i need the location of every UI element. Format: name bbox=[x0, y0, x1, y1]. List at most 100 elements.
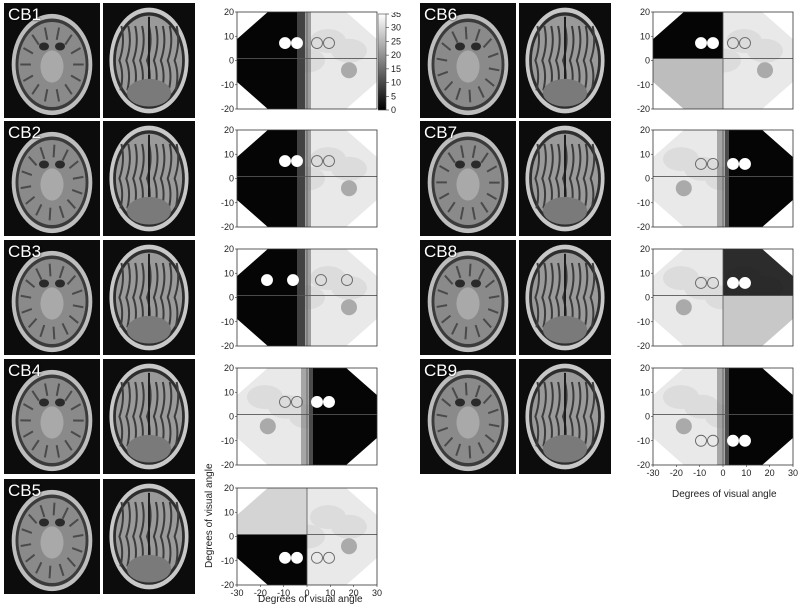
stimulus-marker bbox=[740, 277, 751, 288]
y-tick-label: -20 bbox=[637, 341, 650, 351]
case-label: CB4 bbox=[8, 361, 41, 381]
stimulus-marker bbox=[312, 396, 323, 407]
stimulus-marker bbox=[696, 38, 707, 49]
stimulus-marker bbox=[324, 396, 335, 407]
y-tick-label: 20 bbox=[224, 363, 234, 373]
y-tick-label: 10 bbox=[640, 387, 650, 397]
stimulus-marker bbox=[740, 435, 751, 446]
y-tick-label: -20 bbox=[221, 104, 234, 114]
case-label: CB8 bbox=[424, 242, 457, 262]
mri-axial-cb5: CB5 bbox=[4, 479, 100, 594]
mri-coronal-cb6 bbox=[519, 3, 611, 118]
visual-field-map-cb3: 20 10 0 -10 -20 bbox=[215, 245, 390, 355]
y-tick-label: 0 bbox=[645, 174, 650, 184]
case-label: CB2 bbox=[8, 123, 41, 143]
y-tick-label: 0 bbox=[645, 412, 650, 422]
case-label: CB7 bbox=[424, 123, 457, 143]
y-tick-label: -20 bbox=[221, 222, 234, 232]
y-tick-label: 20 bbox=[224, 483, 234, 493]
colorbar-tick-label: 5 bbox=[391, 91, 396, 101]
visual-field-map-cb7: 20 10 0 -10 -20 bbox=[631, 126, 800, 236]
visual-field-map-cb6: 20 10 0 -10 -20 bbox=[631, 8, 800, 118]
y-tick-label: -20 bbox=[637, 104, 650, 114]
stimulus-marker bbox=[280, 552, 291, 563]
y-tick-label: -10 bbox=[637, 317, 650, 327]
x-tick-label: -20 bbox=[670, 468, 683, 478]
y-tick-label: 0 bbox=[645, 293, 650, 303]
y-tick-label: -20 bbox=[637, 222, 650, 232]
y-tick-label: 10 bbox=[224, 268, 234, 278]
y-tick-label: -10 bbox=[637, 198, 650, 208]
y-tick-label: 10 bbox=[640, 149, 650, 159]
mri-coronal-cb4 bbox=[103, 359, 195, 474]
stimulus-marker bbox=[728, 277, 739, 288]
mri-axial-cb2: CB2 bbox=[4, 121, 100, 236]
y-tick-label: 10 bbox=[224, 387, 234, 397]
y-tick-label: 0 bbox=[645, 56, 650, 66]
stimulus-marker bbox=[740, 158, 751, 169]
y-tick-label: 20 bbox=[224, 125, 234, 135]
mri-coronal-cb5 bbox=[103, 479, 195, 594]
mri-coronal-cb9 bbox=[519, 359, 611, 474]
y-tick-label: 10 bbox=[640, 31, 650, 41]
y-tick-label: -20 bbox=[221, 460, 234, 470]
mri-coronal-cb2 bbox=[103, 121, 195, 236]
stimulus-marker bbox=[708, 38, 719, 49]
y-tick-label: -10 bbox=[221, 317, 234, 327]
stimulus-marker bbox=[288, 275, 299, 286]
mri-coronal-cb1 bbox=[103, 3, 195, 118]
stimulus-marker bbox=[262, 275, 273, 286]
y-tick-label: 0 bbox=[229, 532, 234, 542]
mri-axial-cb8: CB8 bbox=[420, 240, 516, 355]
y-tick-label: -10 bbox=[637, 80, 650, 90]
colorbar-tick-label: 30 bbox=[391, 23, 401, 33]
x-tick-label: -30 bbox=[646, 468, 659, 478]
stimulus-marker bbox=[728, 158, 739, 169]
y-tick-label: 20 bbox=[224, 244, 234, 254]
y-tick-label: 10 bbox=[224, 31, 234, 41]
y-tick-label: -10 bbox=[221, 80, 234, 90]
x-tick-label: 0 bbox=[720, 468, 725, 478]
mri-axial-cb9: CB9 bbox=[420, 359, 516, 474]
y-tick-label: 0 bbox=[229, 293, 234, 303]
x-tick-label: -10 bbox=[693, 468, 706, 478]
mri-coronal-cb7 bbox=[519, 121, 611, 236]
x-tick-label: -30 bbox=[230, 588, 243, 598]
y-tick-label: -20 bbox=[221, 341, 234, 351]
mri-coronal-cb8 bbox=[519, 240, 611, 355]
y-axis-label: Degrees of visual angle bbox=[204, 463, 215, 568]
x-axis-label-right: Degrees of visual angle bbox=[672, 489, 777, 500]
stimulus-marker bbox=[292, 552, 303, 563]
mri-axial-cb6: CB6 bbox=[420, 3, 516, 118]
colorbar-tick-label: 0 bbox=[391, 105, 396, 115]
colorbar-tick-label: 15 bbox=[391, 64, 401, 74]
case-label: CB5 bbox=[8, 481, 41, 501]
y-tick-label: 0 bbox=[229, 174, 234, 184]
case-label: CB1 bbox=[8, 5, 41, 25]
mri-axial-cb4: CB4 bbox=[4, 359, 100, 474]
y-tick-label: 20 bbox=[640, 125, 650, 135]
y-tick-label: 20 bbox=[224, 7, 234, 17]
y-tick-label: 10 bbox=[224, 507, 234, 517]
x-axis-label-left: Degrees of visual angle bbox=[258, 594, 363, 605]
x-tick-label: 30 bbox=[372, 588, 382, 598]
y-tick-label: 20 bbox=[640, 244, 650, 254]
y-tick-label: 0 bbox=[229, 56, 234, 66]
stimulus-marker bbox=[280, 38, 291, 49]
x-tick-label: 30 bbox=[788, 468, 798, 478]
x-tick-label: 10 bbox=[741, 468, 751, 478]
y-tick-label: 10 bbox=[224, 149, 234, 159]
mri-coronal-cb3 bbox=[103, 240, 195, 355]
x-tick-label: 20 bbox=[765, 468, 775, 478]
colorbar-tick-label: 20 bbox=[391, 50, 401, 60]
y-tick-label: 20 bbox=[640, 7, 650, 17]
case-label: CB9 bbox=[424, 361, 457, 381]
mri-axial-cb1: CB1 bbox=[4, 3, 100, 118]
y-tick-label: -10 bbox=[221, 436, 234, 446]
stimulus-marker bbox=[292, 38, 303, 49]
